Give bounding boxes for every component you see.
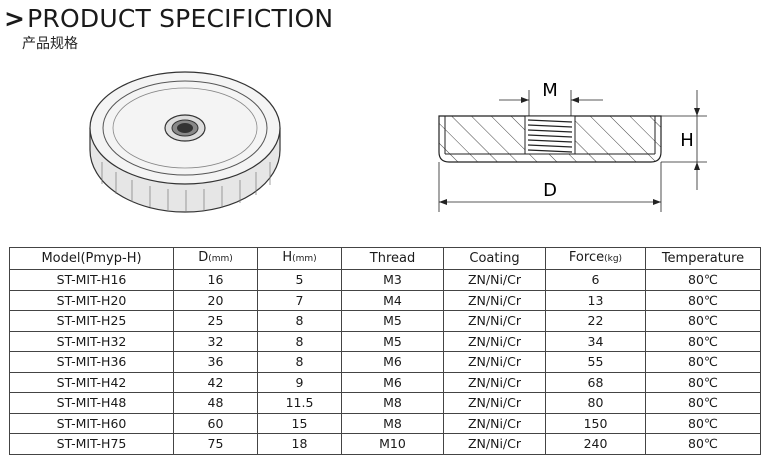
cell-d: 32 [173,330,258,352]
cell-temperature: 80℃ [645,392,761,414]
cell-force: 80 [545,392,646,414]
cell-coating: ZN/Ni/Cr [443,330,546,352]
page-subtitle: 产品规格 [22,36,78,52]
cell-thread: M8 [341,392,444,414]
cell-h: 8 [257,330,342,352]
cell-temperature: 80℃ [645,310,761,332]
chevron-right-icon: > [4,4,26,33]
spec-table: Model(Pmyp-H) D(mm) H(mm) Thread Coating… [9,247,761,455]
cell-model: ST-MIT-H42 [9,371,174,393]
cell-force: 150 [545,412,646,434]
cell-force: 22 [545,310,646,332]
col-header-temperature: Temperature [645,247,761,270]
cell-d: 60 [173,412,258,434]
cell-h: 15 [257,412,342,434]
table-header-row: Model(Pmyp-H) D(mm) H(mm) Thread Coating… [9,247,761,270]
cell-thread: M4 [341,289,444,311]
cell-model: ST-MIT-H32 [9,330,174,352]
cell-model: ST-MIT-H36 [9,351,174,373]
cell-model: ST-MIT-H16 [9,269,174,291]
cell-model: ST-MIT-H48 [9,392,174,414]
cell-h: 8 [257,310,342,332]
cell-coating: ZN/Ni/Cr [443,392,546,414]
cell-d: 48 [173,392,258,414]
cell-coating: ZN/Ni/Cr [443,269,546,291]
cell-coating: ZN/Ni/Cr [443,371,546,393]
cell-model: ST-MIT-H20 [9,289,174,311]
cell-d: 16 [173,269,258,291]
cell-force: 13 [545,289,646,311]
cell-coating: ZN/Ni/Cr [443,351,546,373]
cell-force: 240 [545,433,646,455]
cell-force: 6 [545,269,646,291]
cell-h: 9 [257,371,342,393]
cell-d: 42 [173,371,258,393]
cell-force: 68 [545,371,646,393]
cell-thread: M5 [341,330,444,352]
magnet-3d-drawing [89,71,281,213]
cell-d: 25 [173,310,258,332]
label-d: D [543,180,557,201]
cell-thread: M5 [341,310,444,332]
label-h: H [680,130,694,151]
col-header-h: H(mm) [257,247,342,270]
cell-force: 55 [545,351,646,373]
cell-temperature: 80℃ [645,330,761,352]
col-header-thread: Thread [341,247,444,270]
cell-temperature: 80℃ [645,412,761,434]
label-m: M [542,80,558,101]
cell-coating: ZN/Ni/Cr [443,433,546,455]
page-title: >PRODUCT SPECIFICTION [4,4,333,34]
cell-temperature: 80℃ [645,289,761,311]
cell-temperature: 80℃ [645,269,761,291]
cell-h: 5 [257,269,342,291]
cell-h: 8 [257,351,342,373]
cell-d: 75 [173,433,258,455]
cell-thread: M6 [341,351,444,373]
cell-d: 36 [173,351,258,373]
cell-temperature: 80℃ [645,433,761,455]
col-header-d: D(mm) [173,247,258,270]
cell-thread: M8 [341,412,444,434]
cell-d: 20 [173,289,258,311]
col-header-coating: Coating [443,247,546,270]
page-title-text: PRODUCT SPECIFICTION [27,4,334,33]
cross-section-diagram: M H D [438,80,707,212]
cell-force: 34 [545,330,646,352]
cell-coating: ZN/Ni/Cr [443,412,546,434]
col-header-model: Model(Pmyp-H) [9,247,174,270]
cell-coating: ZN/Ni/Cr [443,289,546,311]
cell-model: ST-MIT-H25 [9,310,174,332]
cell-model: ST-MIT-H60 [9,412,174,434]
cell-coating: ZN/Ni/Cr [443,310,546,332]
cell-model: ST-MIT-H75 [9,433,174,455]
col-header-force: Force(kg) [545,247,646,270]
cell-temperature: 80℃ [645,371,761,393]
cell-thread: M10 [341,433,444,455]
cell-h: 11.5 [257,392,342,414]
cell-thread: M3 [341,269,444,291]
cell-thread: M6 [341,371,444,393]
cell-h: 18 [257,433,342,455]
cell-temperature: 80℃ [645,351,761,373]
cell-h: 7 [257,289,342,311]
